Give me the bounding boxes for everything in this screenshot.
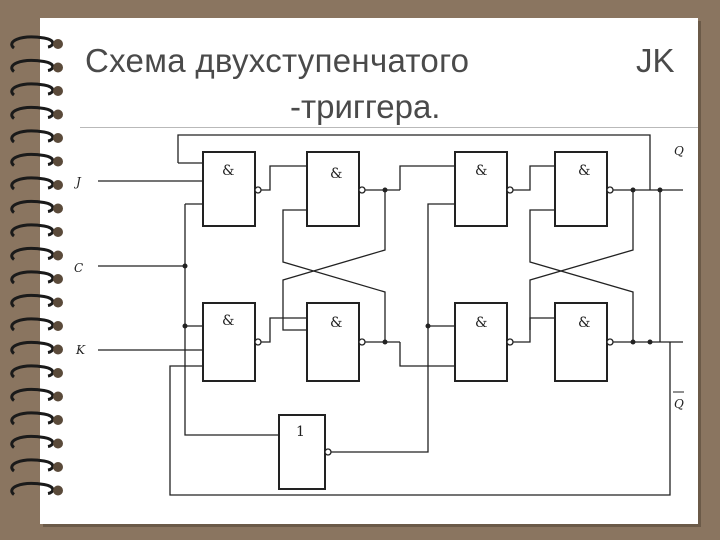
- title-jk: JK: [636, 42, 675, 79]
- spiral-ring: [10, 458, 55, 473]
- inverter-bubble-3: [506, 186, 514, 194]
- gate-and-3: [454, 151, 508, 227]
- inverter-bubble-8: [606, 338, 614, 346]
- spiral-hole: [53, 297, 63, 308]
- spiral-ring: [10, 341, 55, 355]
- spiral-ring: [10, 270, 55, 285]
- gate-or-symbol: 1: [296, 424, 305, 440]
- title-divider: [80, 127, 698, 128]
- title-line-2: -триггера.: [290, 88, 441, 125]
- gate-2-symbol: &: [330, 166, 342, 182]
- input-c-label: C: [74, 261, 83, 275]
- gate-and-6: [306, 302, 360, 382]
- spiral-hole: [53, 438, 63, 449]
- spiral-ring: [10, 482, 55, 496]
- input-j-label: J: [73, 175, 82, 189]
- wire-qbar-feedback: [169, 342, 671, 496]
- spiral-hole: [53, 180, 63, 190]
- spiral-hole: [53, 274, 63, 284]
- spiral-ring: [10, 247, 55, 261]
- gate-3-symbol: &: [475, 163, 487, 179]
- slide-title: Схема двухступенчатого JK -триггера.: [40, 18, 698, 128]
- gate-8-symbol: &: [578, 315, 590, 331]
- spiral-hole: [53, 133, 63, 143]
- spiral-binding: [10, 35, 63, 496]
- slide-page: [40, 18, 698, 524]
- inverter-bubble-6: [358, 338, 366, 346]
- spiral-ring: [10, 388, 55, 402]
- spiral-hole: [53, 462, 63, 472]
- spiral-hole: [53, 485, 63, 496]
- spiral-hole: [53, 62, 63, 73]
- gate-7-symbol: &: [475, 315, 487, 331]
- inverter-bubble-4: [606, 186, 614, 194]
- gate-or: [278, 414, 326, 490]
- inverter-bubble-1: [254, 186, 262, 194]
- inverter-bubble-7: [506, 338, 514, 346]
- spiral-ring: [10, 294, 55, 308]
- spiral-hole: [53, 203, 63, 214]
- spiral-hole: [53, 321, 63, 331]
- gate-and-2: [306, 151, 360, 227]
- wire-q-feedback: [177, 134, 651, 190]
- output-qbar-label: Q: [674, 397, 684, 411]
- spiral-hole: [53, 109, 63, 120]
- gate-and-8: [554, 302, 608, 382]
- gate-4-symbol: &: [578, 163, 590, 179]
- spiral-hole: [53, 391, 63, 402]
- inverter-bubble-or: [324, 448, 332, 456]
- spiral-hole: [53, 250, 63, 261]
- spiral-ring: [10, 153, 55, 167]
- spiral-hole: [53, 227, 63, 237]
- spiral-hole: [53, 415, 63, 425]
- spiral-ring: [10, 59, 55, 73]
- gate-6-symbol: &: [330, 315, 342, 331]
- spiral-ring: [10, 35, 55, 50]
- spiral-ring: [10, 106, 55, 120]
- spiral-ring: [10, 82, 55, 97]
- output-q-label: Q: [674, 144, 684, 158]
- title-line-1: Схема двухступенчатого: [85, 42, 470, 79]
- gate-1-symbol: &: [222, 163, 234, 179]
- gate-and-5: [202, 302, 256, 382]
- spiral-hole: [53, 86, 63, 96]
- spiral-ring: [10, 200, 55, 214]
- spiral-hole: [53, 156, 63, 167]
- spiral-ring: [10, 129, 55, 144]
- spiral-ring: [10, 411, 55, 426]
- wire-c-bus: [184, 204, 279, 436]
- spiral-ring: [10, 223, 55, 238]
- inverter-bubble-5: [254, 338, 262, 346]
- gate-and-7: [454, 302, 508, 382]
- gate-and-1: [202, 151, 256, 227]
- spiral-hole: [53, 344, 63, 355]
- spiral-hole: [53, 368, 63, 378]
- spiral-ring: [10, 317, 55, 332]
- input-k-label: K: [75, 343, 86, 357]
- spiral-hole: [53, 39, 63, 49]
- gate-5-symbol: &: [222, 313, 234, 329]
- spiral-ring: [10, 435, 55, 449]
- inverter-bubble-2: [358, 186, 366, 194]
- spiral-ring: [10, 176, 55, 191]
- spiral-ring: [10, 364, 55, 379]
